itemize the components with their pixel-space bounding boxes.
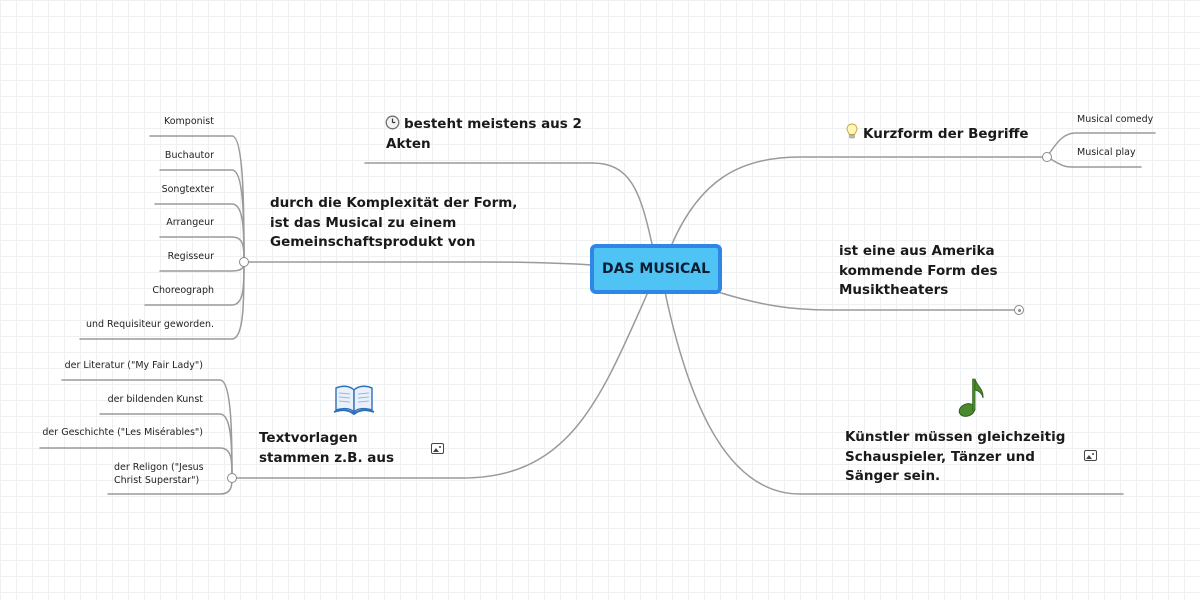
leaf-komponist[interactable]: Komponist	[163, 116, 214, 127]
leaf-bildende-kunst[interactable]: der bildenden Kunst	[107, 394, 203, 405]
leaf-choreograph[interactable]: Choreograph	[152, 285, 214, 296]
leaf-requisiteur[interactable]: und Requisiteur geworden.	[85, 319, 214, 330]
image-icon[interactable]	[1084, 450, 1097, 461]
music-note-icon	[958, 378, 984, 417]
leaf-geschichte[interactable]: der Geschichte ("Les Misérables")	[42, 427, 203, 438]
topic-textvorlagen[interactable]: Textvorlagen stammen z.B. aus	[259, 430, 395, 466]
leaf-songtexter[interactable]: Songtexter	[161, 184, 214, 195]
leaf-musical-comedy[interactable]: Musical comedy	[1077, 114, 1154, 125]
book-icon	[333, 385, 375, 416]
leaf-regisseur[interactable]: Regisseur	[167, 251, 214, 262]
topic-kuenstler[interactable]: Künstler müssen gleichzeitig Schauspiele…	[845, 429, 1066, 484]
leaf-musical-play[interactable]: Musical play	[1077, 147, 1136, 158]
branch-amerika	[717, 291, 1016, 311]
branch-komplexitaet	[247, 261, 593, 266]
leaf-buchautor[interactable]: Buchautor	[164, 150, 214, 161]
topic-kurzform[interactable]: Kurzform der Begriffe	[863, 126, 1029, 142]
image-icon[interactable]	[431, 443, 444, 454]
topic-komplexitaet[interactable]: durch die Komplexität der Form, ist das …	[270, 195, 518, 250]
topic-amerika[interactable]: ist eine aus Amerika kommende Form des M…	[839, 243, 998, 298]
leaf-arrangeur[interactable]: Arrangeur	[166, 217, 214, 228]
junction-textvorlagen[interactable]	[227, 473, 237, 483]
junction-kurzform[interactable]	[1042, 152, 1052, 162]
branch-kurzform	[671, 156, 1044, 245]
central-topic[interactable]: DAS MUSICAL	[590, 244, 722, 294]
clock-icon	[385, 115, 400, 130]
branch-akten	[364, 162, 653, 245]
topic-akten[interactable]: besteht meistens aus 2 Akten	[386, 116, 582, 152]
collapsed-branch-indicator[interactable]	[1014, 305, 1024, 315]
junction-komplexitaet[interactable]	[239, 257, 249, 267]
leaf-religion[interactable]: der Religon ("Jesus Christ Superstar")	[114, 462, 204, 486]
central-topic-label: DAS MUSICAL	[601, 261, 711, 277]
leaf-literatur[interactable]: der Literatur ("My Fair Lady")	[64, 360, 203, 371]
branch-textvorlagen	[236, 291, 649, 479]
branch-kuenstler	[664, 291, 1124, 495]
lightbulb-icon	[846, 123, 858, 139]
